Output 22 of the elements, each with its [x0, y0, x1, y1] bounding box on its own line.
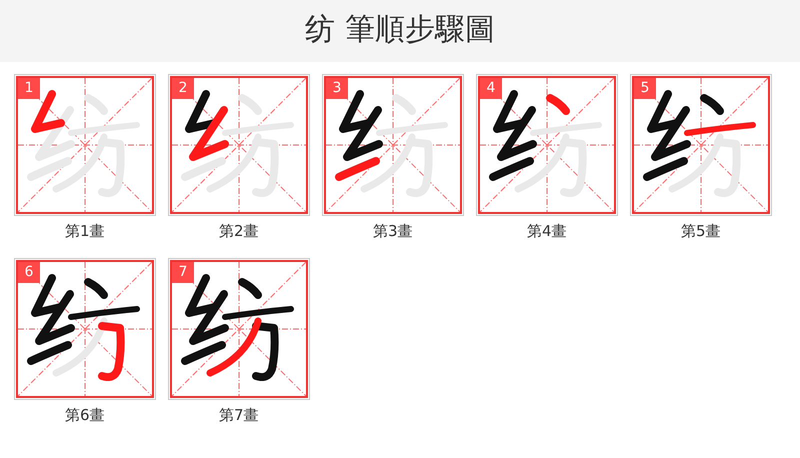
step-number: 7 [172, 262, 194, 283]
stroke-order-tile [14, 258, 156, 400]
stroke-order-tile [322, 74, 464, 216]
step-caption: 第2畫 [219, 221, 259, 241]
step-number: 4 [480, 78, 502, 99]
step-number: 5 [634, 78, 656, 99]
step-number: 6 [18, 262, 40, 283]
step-caption: 第4畫 [527, 221, 567, 241]
step-number: 1 [18, 78, 40, 99]
step-caption: 第3畫 [373, 221, 413, 241]
stroke-order-tile [14, 74, 156, 216]
page-title: 纺 筆順步驟圖 [305, 12, 495, 47]
stroke-order-tile [168, 258, 310, 400]
step-caption: 第6畫 [65, 405, 105, 425]
step-caption: 第1畫 [65, 221, 105, 241]
stroke-order-tile [168, 74, 310, 216]
step-number: 2 [172, 78, 194, 99]
stroke-order-tile [476, 74, 618, 216]
step-caption: 第7畫 [219, 405, 259, 425]
step-caption: 第5畫 [681, 221, 721, 241]
step-number: 3 [326, 78, 348, 99]
stroke-order-tile [630, 74, 772, 216]
